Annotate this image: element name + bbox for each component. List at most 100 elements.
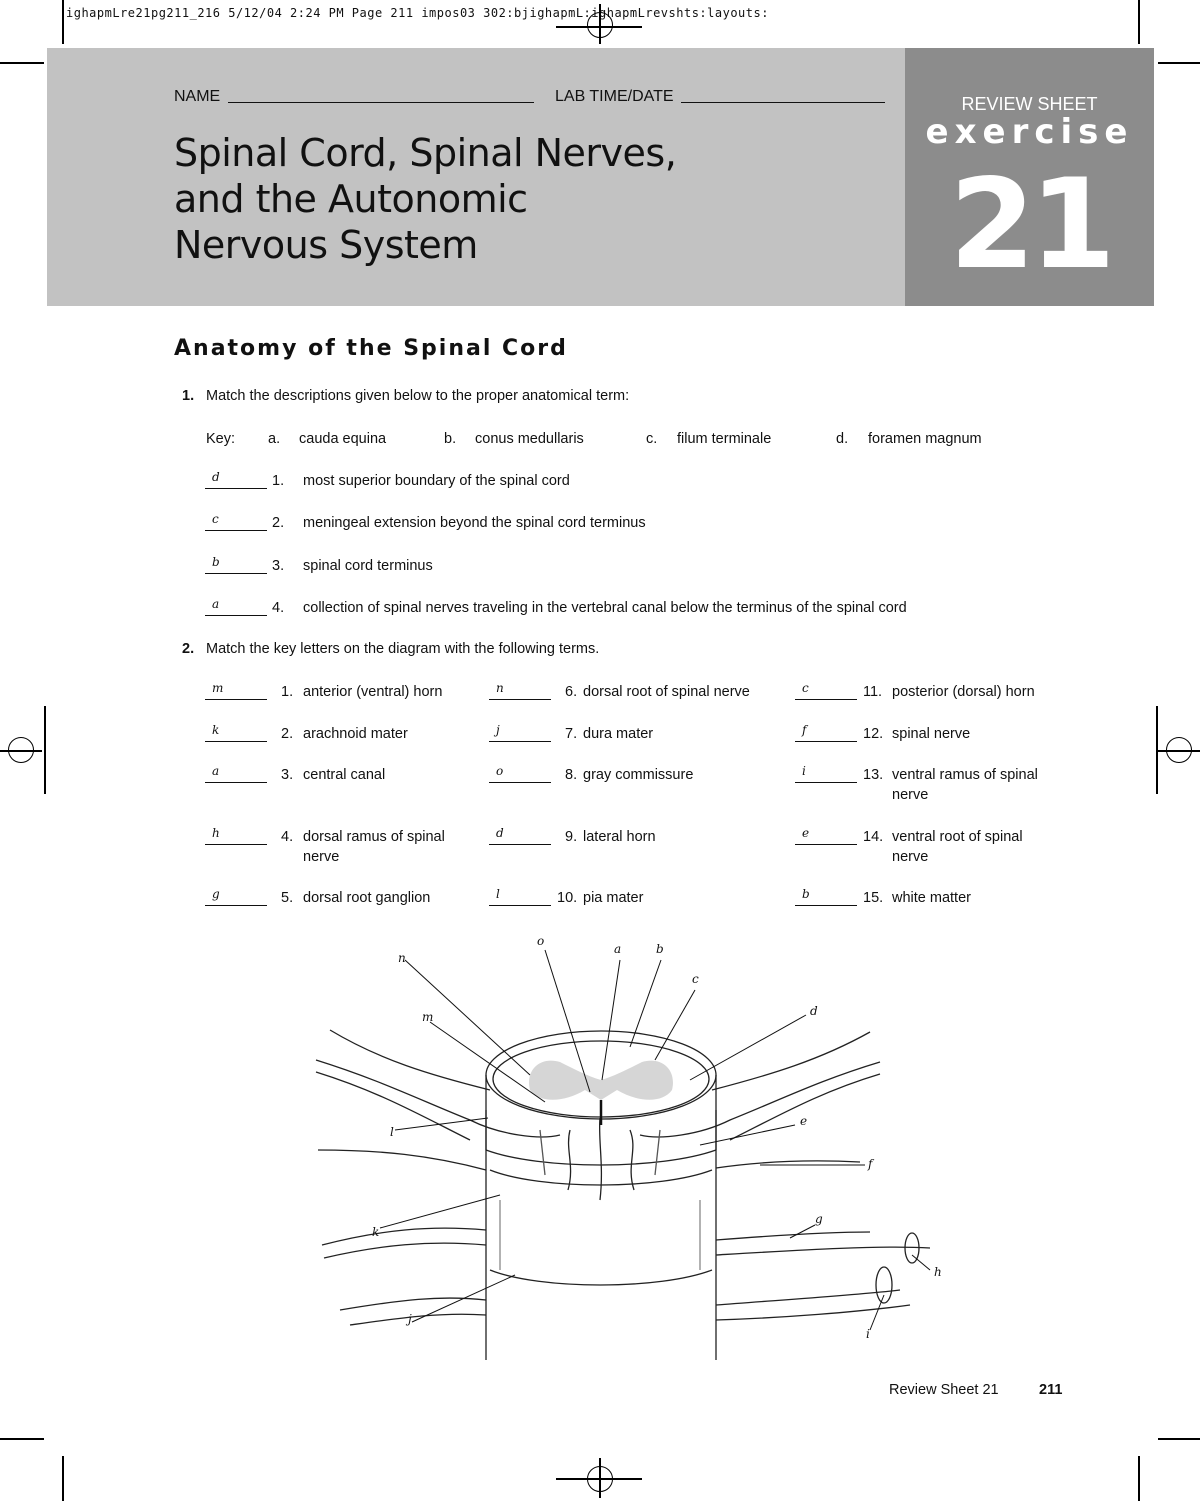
footer-label: Review Sheet 21 — [889, 1382, 999, 1398]
answer-blank[interactable] — [489, 766, 551, 783]
lab-time-date-label: LAB TIME/DATE — [555, 88, 674, 105]
key-c-letter: c. — [646, 431, 658, 447]
print-slug: ighapmLre21pg211_216 5/12/04 2:24 PM Pag… — [66, 6, 769, 20]
key-d-term: foramen magnum — [868, 431, 982, 447]
answer-value: c — [802, 681, 809, 695]
diagram-label-j: j — [405, 1312, 412, 1326]
answer-blank[interactable] — [205, 889, 267, 906]
answer-blank[interactable] — [795, 725, 857, 742]
page-title: Spinal Cord, Spinal Nerves, and the Auto… — [174, 130, 677, 268]
key-b-letter: b. — [444, 431, 457, 447]
key-d-letter: d. — [836, 431, 849, 447]
item-number: 14. — [863, 829, 884, 845]
answer-value: n — [496, 681, 504, 695]
answer-blank[interactable] — [205, 766, 267, 783]
item-text: dorsal root ganglion — [303, 890, 431, 906]
item-number: 11. — [863, 684, 883, 700]
item-number: 3. — [281, 767, 294, 783]
name-field[interactable] — [228, 102, 534, 103]
exercise-label: exercise — [925, 112, 1134, 152]
answer-blank[interactable] — [795, 766, 857, 783]
answer-value: g — [212, 887, 220, 901]
answer-blank[interactable] — [205, 472, 267, 489]
answer-value: b — [212, 555, 220, 569]
section-title: Anatomy of the Spinal Cord — [174, 336, 568, 361]
answer-blank[interactable] — [489, 683, 551, 700]
title-line-1: Spinal Cord, Spinal Nerves, — [174, 131, 677, 175]
answer-value: b — [802, 887, 810, 901]
q1-text: Match the descriptions given below to th… — [206, 388, 630, 404]
diagram-label-d: d — [810, 1004, 818, 1018]
answer-blank[interactable] — [489, 725, 551, 742]
item-text: dura mater — [583, 726, 654, 742]
exercise-number: 21 — [949, 153, 1116, 297]
answer-blank[interactable] — [205, 683, 267, 700]
answer-blank[interactable] — [205, 514, 267, 531]
answer-blank[interactable] — [205, 557, 267, 574]
answer-blank[interactable] — [205, 599, 267, 616]
answer-blank[interactable] — [795, 683, 857, 700]
diagram-label-l: l — [390, 1125, 394, 1139]
diagram-label-g: g — [815, 1212, 823, 1226]
diagram-label-e: e — [800, 1114, 807, 1128]
item-number: 4. — [281, 829, 294, 845]
diagram-label-h: h — [934, 1265, 942, 1279]
item-number: 9. — [565, 829, 578, 845]
item-number: 1. — [281, 684, 294, 700]
item-text: central canal — [303, 767, 386, 783]
item-text: arachnoid mater — [303, 726, 408, 742]
page-number: 211 — [1039, 1382, 1063, 1398]
answer-blank[interactable] — [489, 828, 551, 845]
answer-value: m — [212, 681, 224, 695]
item-number: 5. — [281, 890, 294, 906]
diagram-label-n: n — [398, 951, 406, 965]
diagram-label-i: i — [866, 1327, 870, 1341]
answer-blank[interactable] — [795, 828, 857, 845]
item-text: white matter — [892, 890, 971, 906]
item-number: 4. — [272, 600, 285, 616]
answer-value: j — [496, 723, 500, 737]
diagram-label-m: m — [422, 1010, 433, 1024]
review-sheet-label: REVIEW SHEET — [961, 94, 1098, 114]
item-text: dorsal root of spinal nerve — [583, 684, 750, 700]
answer-value: a — [212, 597, 220, 611]
item-number: 8. — [565, 767, 578, 783]
diagram-label-o: o — [537, 934, 544, 948]
q2-text: Match the key letters on the diagram wit… — [206, 641, 600, 657]
lab-time-date-field[interactable] — [681, 102, 885, 103]
item-text: spinal cord terminus — [303, 558, 433, 574]
item-number: 7. — [565, 726, 578, 742]
item-number: 1. — [272, 473, 285, 489]
item-number: 15. — [863, 890, 884, 906]
q1-number: 1. — [182, 388, 195, 404]
item-text: posterior (dorsal) horn — [892, 684, 1035, 700]
item-text: ventral ramus of spinal nerve — [892, 767, 1038, 803]
item-text: gray commissure — [583, 767, 694, 783]
answer-blank[interactable] — [489, 889, 551, 906]
diagram-label-a: a — [614, 942, 621, 956]
diagram-label-f: f — [867, 1157, 875, 1171]
key-a-term: cauda equina — [299, 431, 387, 447]
answer-value: l — [496, 887, 500, 901]
item-number: 12. — [863, 726, 884, 742]
exercise-panel — [905, 48, 1154, 306]
item-number: 2. — [281, 726, 294, 742]
item-text: ventral root of spinal nerve — [892, 829, 1023, 865]
key-c-term: filum terminale — [677, 431, 772, 447]
item-text: spinal nerve — [892, 726, 971, 742]
title-line-3: Nervous System — [174, 223, 478, 267]
title-line-2: and the Autonomic — [174, 177, 528, 221]
item-text: dorsal ramus of spinal nerve — [303, 829, 445, 865]
answer-value: k — [212, 723, 220, 737]
answer-value: f — [802, 723, 807, 737]
item-number: 10. — [557, 890, 578, 906]
answer-blank[interactable] — [205, 828, 267, 845]
answer-blank[interactable] — [795, 889, 857, 906]
answer-blank[interactable] — [205, 725, 267, 742]
item-number: 2. — [272, 515, 285, 531]
diagram-label-b: b — [656, 942, 664, 956]
name-label: NAME — [174, 88, 221, 105]
answer-value: e — [802, 826, 810, 840]
item-number: 3. — [272, 558, 285, 574]
item-text: pia mater — [583, 890, 644, 906]
